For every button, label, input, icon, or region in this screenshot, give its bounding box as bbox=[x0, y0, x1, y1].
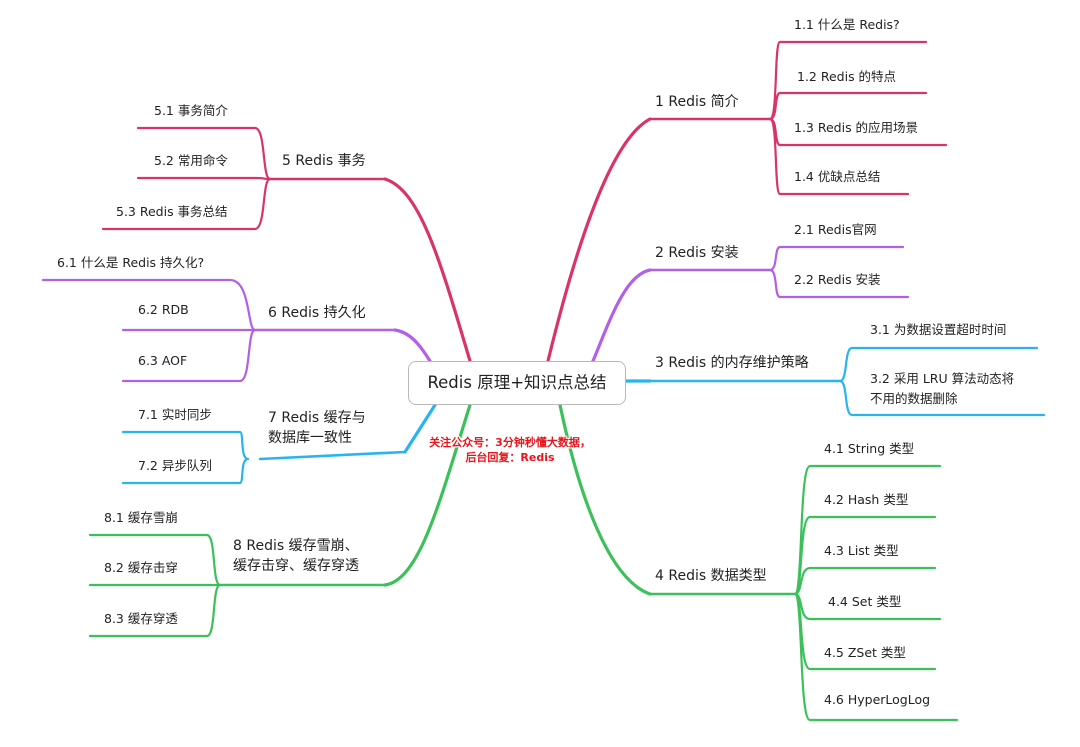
root-node[interactable] bbox=[408, 361, 626, 405]
branch-4-trunk bbox=[558, 403, 652, 596]
branch-1-trunk bbox=[546, 117, 652, 363]
root-node-title: Redis 原理+知识点总结 bbox=[427, 373, 607, 392]
topic-4-3-connector bbox=[793, 566, 937, 596]
branch-3-label[interactable]: 3 Redis 的内存维护策略 bbox=[655, 355, 809, 371]
topic-2-1-connector bbox=[768, 245, 905, 272]
topic-3-2[interactable]: 3.2 采用 LRU 算法动态将 不用的数据删除 bbox=[870, 371, 1015, 406]
topic-3-1[interactable]: 3.1 为数据设置超时时间 bbox=[870, 322, 1007, 337]
topic-3-1-connector bbox=[838, 346, 1039, 383]
topic-5-3-connector bbox=[101, 177, 272, 231]
topic-4-1[interactable]: 4.1 String 类型 bbox=[824, 441, 915, 456]
watermark-text: 关注公众号：3分钟秒懂大数据， 后台回复：Redis bbox=[429, 436, 591, 464]
topic-8-3[interactable]: 8.3 缓存穿透 bbox=[104, 611, 178, 626]
topic-1-4[interactable]: 1.4 优缺点总结 bbox=[794, 169, 881, 184]
topic-4-6[interactable]: 4.6 HyperLogLog bbox=[824, 692, 931, 707]
branch-8-trunk bbox=[383, 403, 472, 587]
topic-5-2[interactable]: 5.2 常用命令 bbox=[154, 153, 228, 168]
topic-3-2-connector bbox=[838, 379, 1046, 417]
topic-7-1-connector bbox=[121, 430, 250, 461]
topic-2-2[interactable]: 2.2 Redis 安装 bbox=[794, 272, 881, 287]
topic-8-3-connector bbox=[88, 583, 222, 638]
topic-5-1-connector bbox=[136, 126, 272, 181]
topic-4-6-connector bbox=[793, 592, 959, 722]
branch-5-trunk bbox=[383, 177, 472, 363]
topic-5-2-connector bbox=[136, 176, 272, 181]
topic-7-1[interactable]: 7.1 实时同步 bbox=[138, 407, 212, 422]
topic-6-3[interactable]: 6.3 AOF bbox=[138, 353, 188, 368]
topic-1-2-connector bbox=[768, 91, 928, 121]
topic-4-2[interactable]: 4.2 Hash 类型 bbox=[824, 492, 909, 507]
topic-6-1[interactable]: 6.1 什么是 Redis 持久化? bbox=[57, 255, 205, 270]
topic-5-1[interactable]: 5.1 事务简介 bbox=[154, 103, 228, 118]
topic-8-1[interactable]: 8.1 缓存雪崩 bbox=[104, 510, 178, 525]
topic-1-2[interactable]: 1.2 Redis 的特点 bbox=[797, 69, 897, 84]
branch-8-label[interactable]: 8 Redis 缓存雪崩、 缓存击穿、缓存穿透 bbox=[233, 538, 359, 574]
branch-4-label[interactable]: 4 Redis 数据类型 bbox=[655, 568, 767, 584]
topic-1-3[interactable]: 1.3 Redis 的应用场景 bbox=[794, 120, 919, 135]
branch-6-label[interactable]: 6 Redis 持久化 bbox=[268, 305, 366, 321]
topic-6-1-connector bbox=[41, 278, 257, 332]
topic-1-4-connector bbox=[768, 117, 910, 196]
topic-1-1[interactable]: 1.1 什么是 Redis? bbox=[794, 17, 900, 32]
topic-7-2[interactable]: 7.2 异步队列 bbox=[138, 458, 212, 473]
branch-7-trunk bbox=[403, 403, 437, 454]
topic-5-3[interactable]: 5.3 Redis 事务总结 bbox=[116, 204, 228, 219]
topic-4-2-connector bbox=[793, 515, 937, 596]
topic-2-1[interactable]: 2.1 Redis官网 bbox=[794, 222, 877, 237]
topic-4-4[interactable]: 4.4 Set 类型 bbox=[828, 594, 902, 609]
topic-7-2-connector bbox=[121, 457, 250, 485]
branch-6-trunk bbox=[393, 328, 432, 363]
topic-6-2[interactable]: 6.2 RDB bbox=[138, 302, 189, 317]
branch-7-label[interactable]: 7 Redis 缓存与 数据库一致性 bbox=[268, 410, 366, 446]
branch-2-label[interactable]: 2 Redis 安装 bbox=[655, 245, 739, 261]
branch-5-label[interactable]: 5 Redis 事务 bbox=[282, 153, 366, 169]
topic-8-1-connector bbox=[88, 533, 222, 587]
branch-7-underline bbox=[258, 450, 407, 461]
topic-2-2-connector bbox=[768, 268, 910, 299]
topic-6-3-connector bbox=[121, 328, 257, 383]
topic-4-3[interactable]: 4.3 List 类型 bbox=[824, 543, 899, 558]
branch-1-label[interactable]: 1 Redis 简介 bbox=[655, 94, 739, 110]
topic-4-1-connector bbox=[793, 464, 942, 596]
topic-4-5[interactable]: 4.5 ZSet 类型 bbox=[824, 645, 906, 660]
topic-8-2[interactable]: 8.2 缓存击穿 bbox=[104, 560, 178, 575]
branch-2-trunk bbox=[591, 268, 652, 363]
